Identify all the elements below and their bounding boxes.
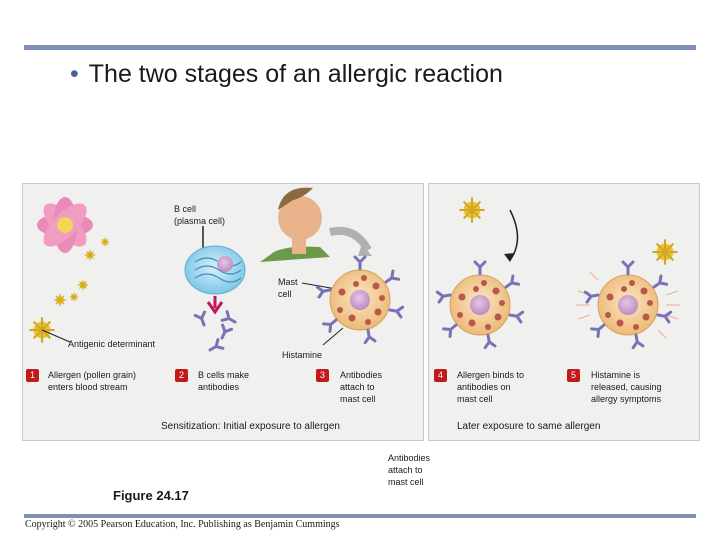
copyright-notice: Copyright © 2005 Pearson Education, Inc.… xyxy=(25,519,340,530)
step-2-badge: 2 xyxy=(175,369,188,382)
mast-cell-1 xyxy=(315,255,405,345)
step-3-text: Antibodies attach to mast cell xyxy=(340,370,383,404)
step-3-badge: 3 xyxy=(316,369,329,382)
slide-title-text: The two stages of an allergic reaction xyxy=(88,60,503,88)
step-2-text: B cells make antibodies xyxy=(198,370,250,392)
mast-cell-2 xyxy=(435,260,525,350)
bottom-divider xyxy=(24,514,696,518)
figure-label: Figure 24.17 xyxy=(113,488,189,503)
step-4-text: Allergen binds to antibodies on mast cel… xyxy=(457,370,525,404)
top-divider xyxy=(24,45,696,50)
bullet-icon: • xyxy=(70,60,79,88)
mast-cell-label: Mast cell xyxy=(278,277,298,299)
person-illustration xyxy=(260,187,372,262)
flower-illustration xyxy=(37,197,110,307)
step-5-text: Histamine is released, causing allergy s… xyxy=(591,370,662,404)
allergen-pollen-icon xyxy=(458,196,486,224)
step-1-text: Allergen (pollen grain) enters blood str… xyxy=(48,370,137,392)
antigenic-determinant-label: Antigenic determinant xyxy=(68,339,156,349)
step-1-badge: 1 xyxy=(26,369,39,382)
later-exposure-caption: Later exposure to same allergen xyxy=(457,421,601,432)
b-cell-illustration xyxy=(184,226,246,315)
histamine-label: Histamine xyxy=(282,350,323,360)
slide-title: • The two stages of an allergic reaction xyxy=(70,60,503,89)
step-5-badge: 5 xyxy=(567,369,580,382)
sensitization-caption: Sensitization: Initial exposure to aller… xyxy=(161,421,340,432)
step-4-badge: 4 xyxy=(434,369,447,382)
mast-cell-3 xyxy=(576,260,680,350)
antibodies-note: Antibodies attach to mast cell xyxy=(388,453,431,487)
b-cell-label: B cell (plasma cell) xyxy=(174,204,226,226)
